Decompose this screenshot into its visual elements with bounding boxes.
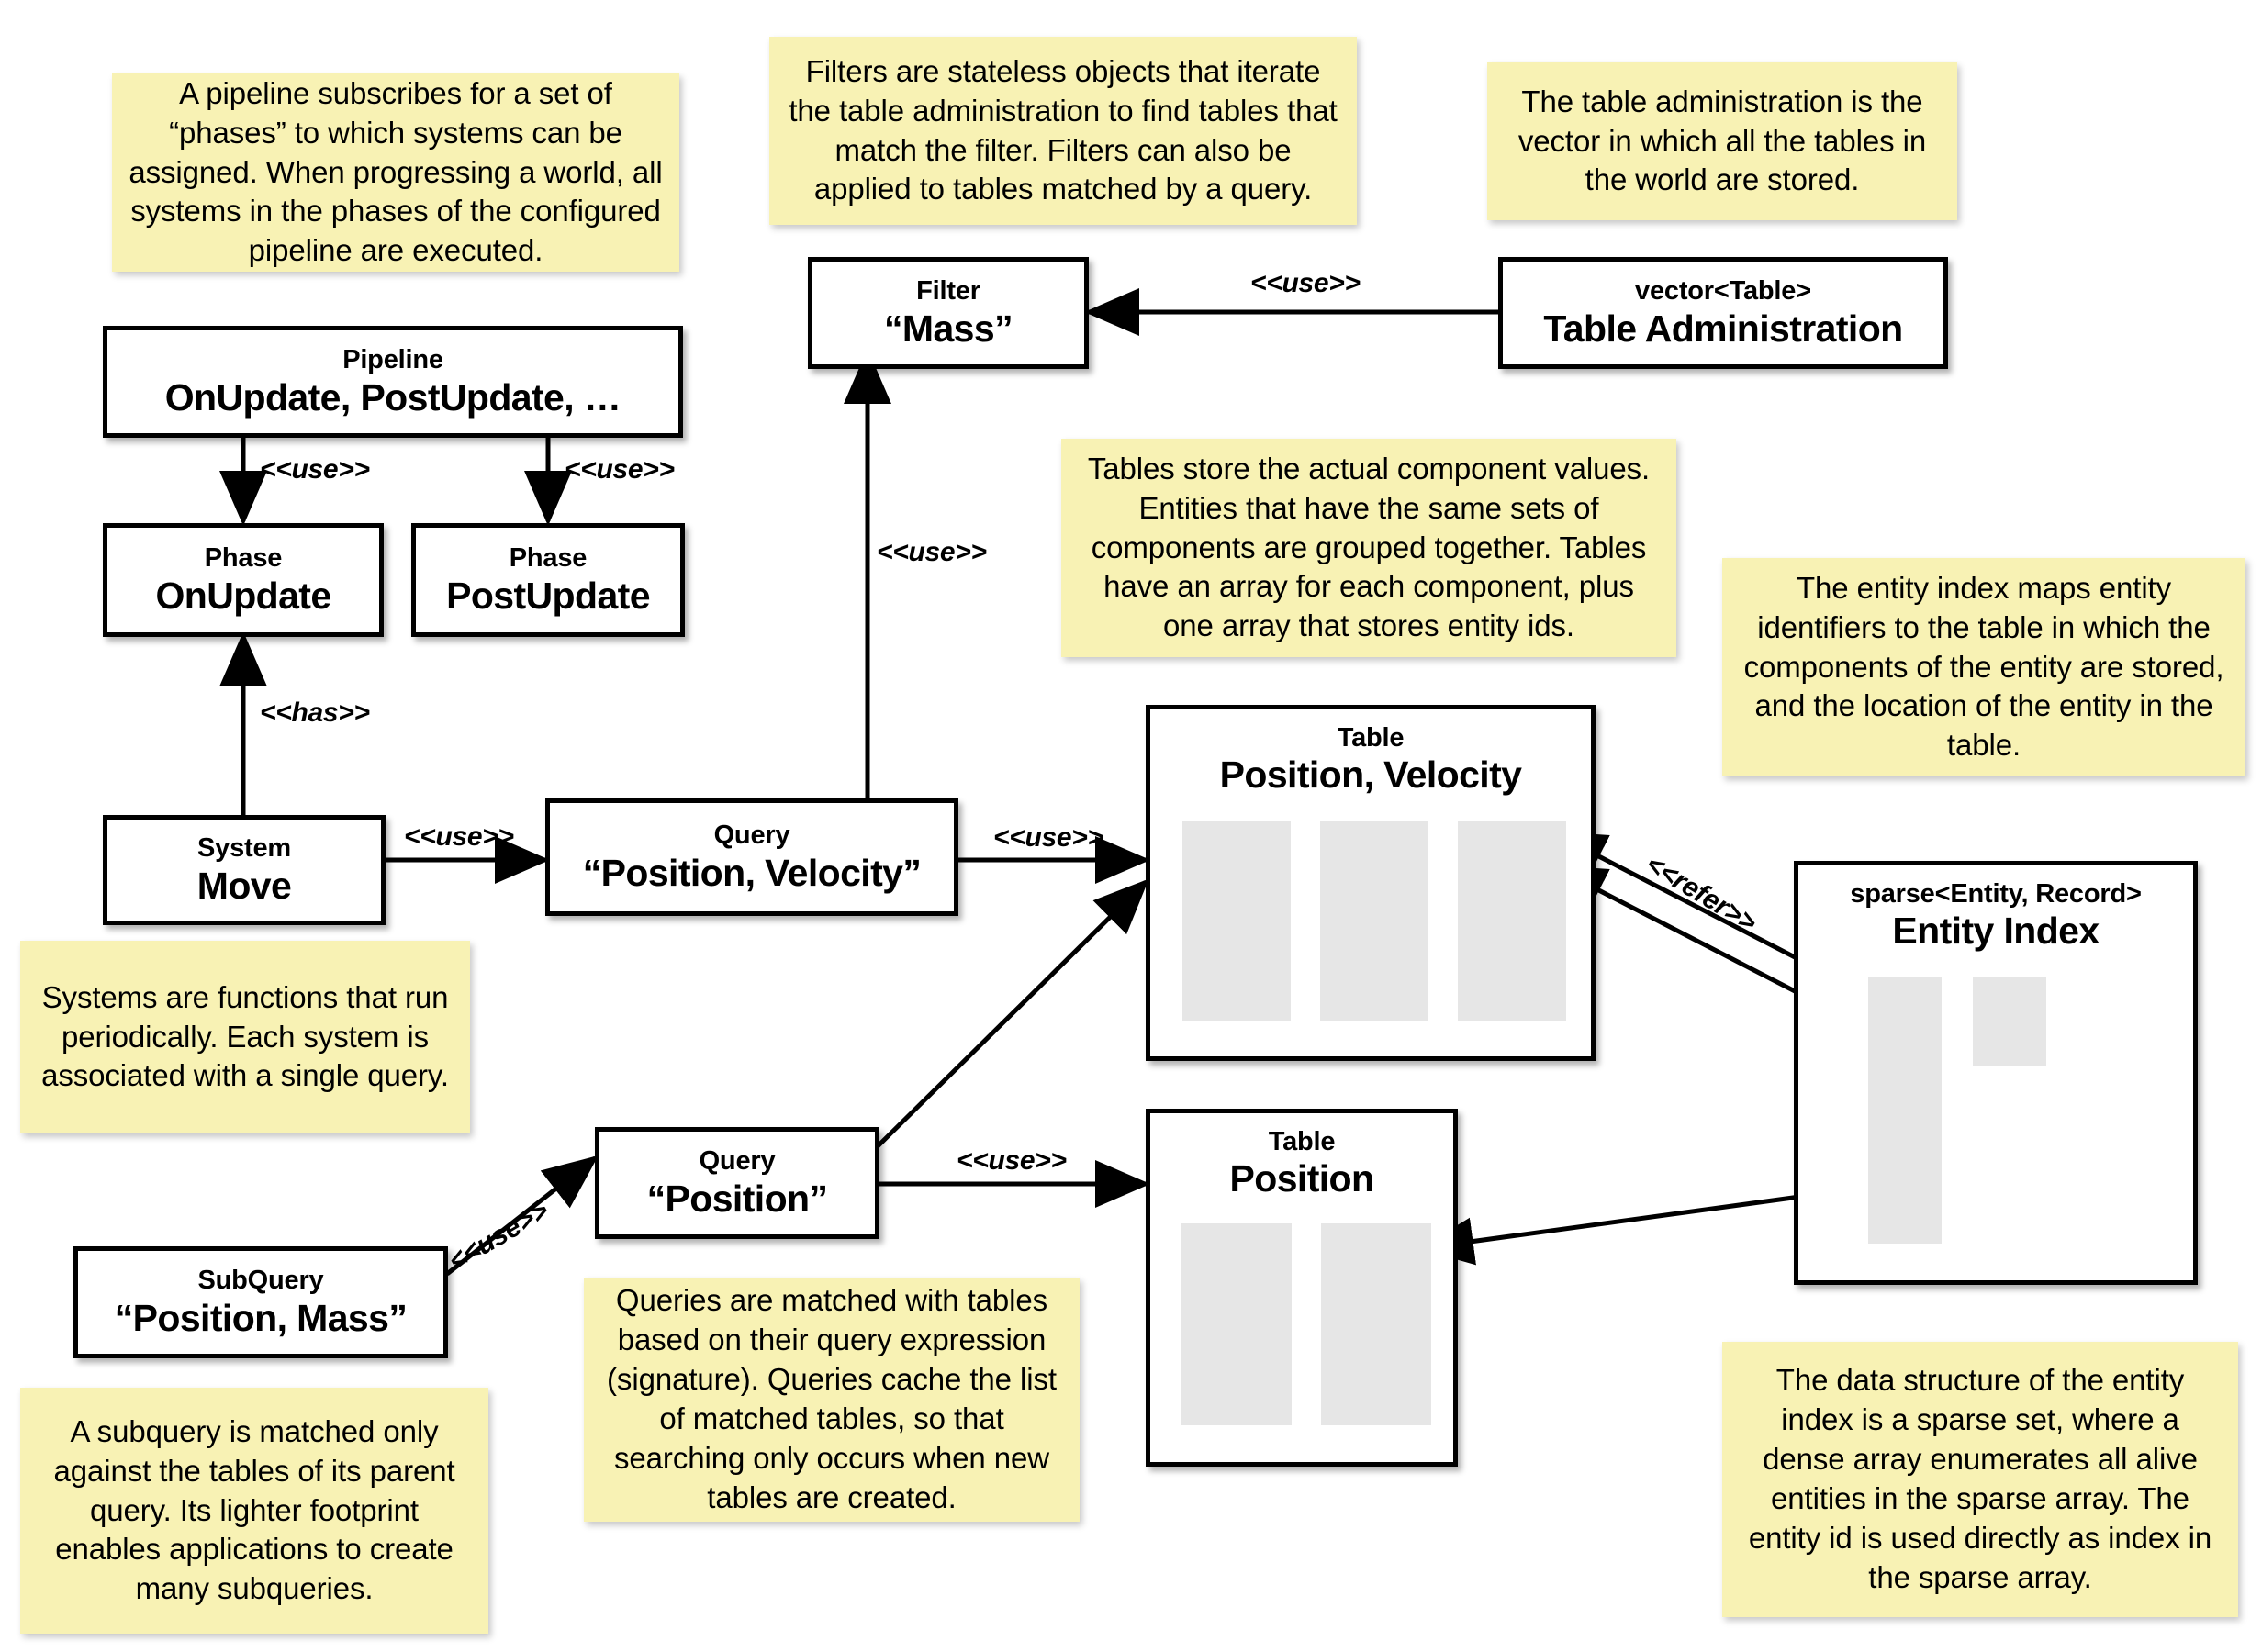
table-p-column-2 xyxy=(1321,1223,1431,1425)
box-phase-postupdate[interactable]: Phase PostUpdate xyxy=(411,523,685,637)
box-system-move[interactable]: System Move xyxy=(103,815,386,925)
note-query: Queries are matched with tables based on… xyxy=(584,1278,1080,1522)
box-subquery-stereotype: SubQuery xyxy=(197,1266,324,1296)
box-pipeline-title: OnUpdate, PostUpdate, … xyxy=(164,375,621,419)
label-system-has-phase: <<has>> xyxy=(260,698,370,728)
note-table: Tables store the actual component values… xyxy=(1061,439,1676,657)
box-phase-onupdate[interactable]: Phase OnUpdate xyxy=(103,523,384,637)
box-system-move-stereotype: System xyxy=(197,833,291,864)
note-table-admin: The table administration is the vector i… xyxy=(1487,62,1957,220)
box-table-admin-title: Table Administration xyxy=(1543,307,1903,350)
label-query-uses-filter: <<use>> xyxy=(877,537,987,567)
box-query-pv-stereotype: Query xyxy=(713,820,790,851)
box-table-administration[interactable]: vector<Table> Table Administration xyxy=(1498,257,1948,369)
box-system-move-title: Move xyxy=(196,864,292,907)
box-filter-mass[interactable]: Filter “Mass” xyxy=(808,257,1089,369)
label-pipeline-onupdate: <<use>> xyxy=(260,454,370,485)
table-pv-column-2 xyxy=(1320,821,1428,1021)
label-query-p-uses-table: <<use>> xyxy=(957,1145,1067,1176)
box-pipeline-stereotype: Pipeline xyxy=(342,345,443,375)
table-pv-column-3 xyxy=(1458,821,1566,1021)
label-system-uses-query: <<use>> xyxy=(404,821,514,852)
box-query-p-title: “Position” xyxy=(646,1177,828,1220)
note-entity-index: The entity index maps entity identifiers… xyxy=(1722,558,2245,776)
box-table-p-title: Position xyxy=(1229,1157,1375,1200)
label-tableadmin-uses-filter: <<use>> xyxy=(1250,268,1361,298)
note-sparse-set: The data structure of the entity index i… xyxy=(1722,1342,2238,1617)
label-pipeline-postupdate: <<use>> xyxy=(565,454,675,485)
box-query-p-stereotype: Query xyxy=(699,1146,776,1177)
table-pv-columns xyxy=(1182,821,1566,1021)
box-table-pv-stereotype: Table xyxy=(1337,723,1405,753)
label-query-pv-uses-table: <<use>> xyxy=(993,822,1103,853)
edge-query-p-table-pv xyxy=(875,878,1149,1149)
box-table-admin-stereotype: vector<Table> xyxy=(1635,276,1811,307)
entity-index-dense-array xyxy=(1973,977,2046,1066)
label-subquery-uses-query: <<use>> xyxy=(443,1195,554,1278)
table-p-columns xyxy=(1181,1223,1431,1425)
box-table-position[interactable]: Table Position xyxy=(1146,1109,1458,1467)
edge-entity-table-p xyxy=(1418,1192,1814,1266)
note-pipeline: A pipeline subscribes for a set of “phas… xyxy=(112,73,679,272)
box-query-pv-title: “Position, Velocity” xyxy=(582,851,922,894)
box-query-position-velocity[interactable]: Query “Position, Velocity” xyxy=(545,798,958,916)
table-pv-column-1 xyxy=(1182,821,1291,1021)
table-p-column-1 xyxy=(1181,1223,1292,1425)
box-subquery-position-mass[interactable]: SubQuery “Position, Mass” xyxy=(73,1246,448,1358)
note-subquery: A subquery is matched only against the t… xyxy=(20,1388,488,1634)
box-table-position-velocity[interactable]: Table Position, Velocity xyxy=(1146,705,1596,1061)
box-filter-mass-stereotype: Filter xyxy=(916,276,980,307)
box-entity-index[interactable]: sparse<Entity, Record> Entity Index xyxy=(1794,861,2198,1285)
box-table-pv-title: Position, Velocity xyxy=(1219,753,1522,797)
entity-index-sparse-array xyxy=(1868,977,1942,1244)
label-entity-index-refer: <<refer>> xyxy=(1641,849,1762,939)
box-pipeline[interactable]: Pipeline OnUpdate, PostUpdate, … xyxy=(103,326,683,438)
box-phase-postupdate-stereotype: Phase xyxy=(509,543,588,574)
box-query-position[interactable]: Query “Position” xyxy=(595,1127,879,1239)
box-entity-index-title: Entity Index xyxy=(1892,910,2100,953)
box-filter-mass-title: “Mass” xyxy=(884,307,1013,350)
box-subquery-title: “Position, Mass” xyxy=(114,1296,408,1339)
note-system: Systems are functions that run periodica… xyxy=(20,941,470,1133)
box-phase-onupdate-title: OnUpdate xyxy=(155,574,331,617)
box-entity-index-stereotype: sparse<Entity, Record> xyxy=(1850,879,2142,909)
box-table-p-stereotype: Table xyxy=(1268,1127,1336,1156)
box-phase-postupdate-title: PostUpdate xyxy=(446,574,650,617)
note-filter: Filters are stateless objects that itera… xyxy=(769,37,1357,225)
box-phase-onupdate-stereotype: Phase xyxy=(204,543,283,574)
